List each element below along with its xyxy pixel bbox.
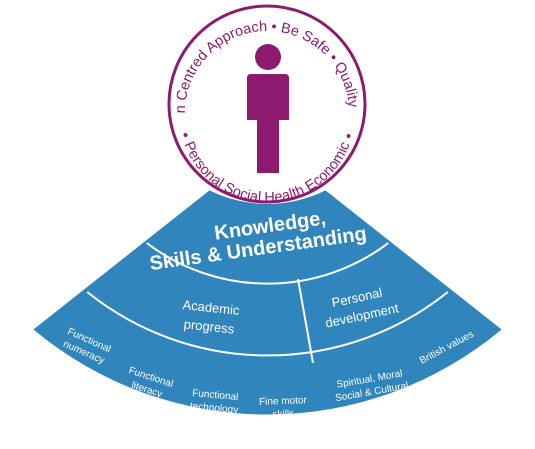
ring-bullet-left: •	[183, 128, 188, 144]
outer-item-functional-technology: Functional technology	[190, 388, 239, 416]
outer-item-label: Fine motor	[259, 395, 308, 408]
ring-bullet-right: •	[346, 129, 351, 145]
academic-label-line1: Academic	[182, 297, 241, 318]
divider-arc-middle	[86, 291, 449, 357]
person-icon	[247, 44, 289, 173]
academic-label-line2: progress	[183, 316, 235, 336]
outer-item-label: Functional	[192, 388, 239, 403]
divider-line-sections	[297, 278, 314, 364]
outer-item-smsc-development: Spiritual, Moral Social & Cultural devel…	[334, 368, 409, 415]
divider-arc-inner	[146, 242, 389, 285]
outer-item-label: skills	[272, 409, 294, 421]
outer-item-fine-motor-skills: Fine motor skills	[259, 395, 308, 421]
outer-item-label: technology	[190, 401, 239, 416]
